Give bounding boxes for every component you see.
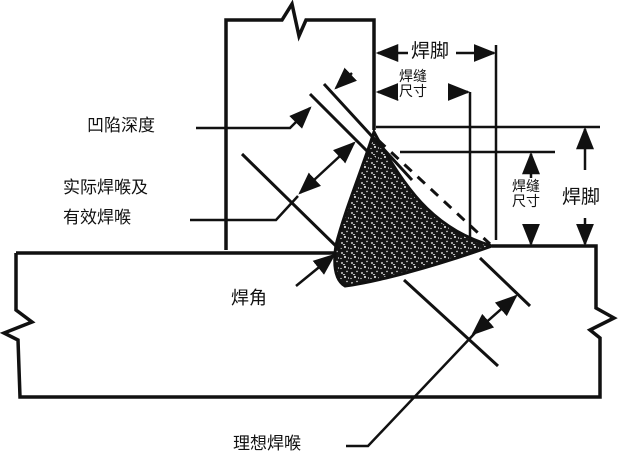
concavity-depth-lines	[308, 82, 414, 182]
label-leg-right: 焊脚	[561, 186, 602, 208]
ideal-face-dashed-line	[376, 138, 492, 246]
theoretical-throat-lines	[402, 256, 532, 368]
actual-throat-leader	[190, 195, 299, 222]
label-weld-size-top-line1: 焊缝	[399, 69, 427, 85]
label-weld-root: 焊角	[230, 288, 268, 309]
label-weld-size-top-line2: 尺寸	[399, 83, 427, 100]
label-theoretical-throat: 理想焊喉	[232, 434, 302, 454]
label-weld-size-right-line1: 焊缝	[512, 179, 540, 195]
label-weld-size-top: 焊缝 尺寸	[398, 69, 428, 100]
label-actual-throat-line2: 有效焊喉	[62, 208, 132, 228]
weld-root-leader	[295, 253, 336, 287]
concavity-depth-arrow	[334, 67, 357, 90]
vertical-plate	[224, 0, 376, 250]
theoretical-throat-leader	[346, 332, 476, 448]
label-leg-top: 焊脚	[410, 40, 451, 62]
horizontal-plate	[0, 244, 618, 399]
concavity-depth-leader	[196, 106, 312, 130]
label-weld-size-right: 焊缝 尺寸	[511, 179, 541, 210]
label-concavity-depth: 凹陷深度	[86, 116, 156, 136]
theoretical-throat-arrow	[471, 294, 518, 336]
label-actual-throat-line1: 实际焊喉及	[62, 178, 149, 198]
label-weld-size-right-line2: 尺寸	[512, 193, 540, 210]
actual-throat-arrow	[298, 141, 356, 195]
fillet-weld	[333, 128, 497, 288]
